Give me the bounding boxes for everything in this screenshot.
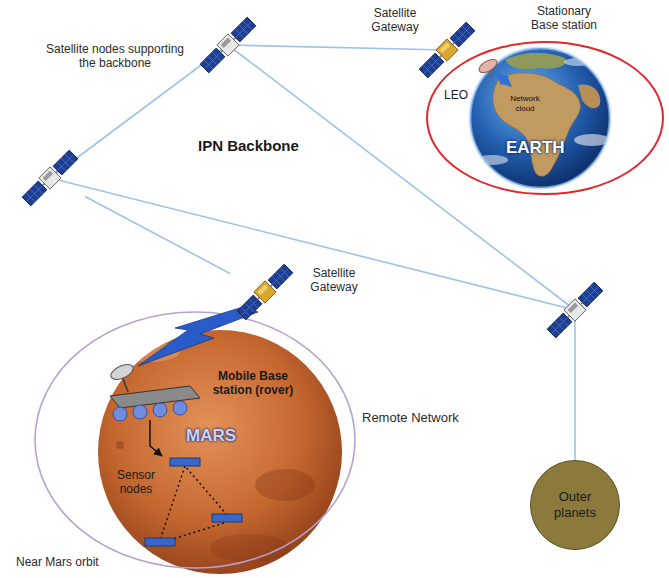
rover-wheel <box>133 405 147 419</box>
sensor-network <box>145 458 242 546</box>
stationary-dish <box>477 57 499 78</box>
planet-circle: Outer planets <box>530 460 620 550</box>
gateway-satellite: Satellite Gateway <box>412 15 482 85</box>
continent <box>578 84 600 108</box>
rover <box>109 361 200 421</box>
gateway-satellite: Satellite Gateway <box>230 257 300 327</box>
backbone-link <box>574 310 576 460</box>
rover-wheel <box>153 403 167 417</box>
continent <box>505 53 566 69</box>
caption-label: EARTH <box>506 138 565 158</box>
caption-label: LEO <box>444 88 468 102</box>
satellite-icon <box>21 149 79 207</box>
sensor-link <box>160 466 227 543</box>
node-label: Outer planets <box>543 489 607 520</box>
satellite-icon <box>230 257 300 327</box>
sensor-node <box>145 538 175 546</box>
backbone-satellite <box>546 281 604 339</box>
dish <box>477 57 499 76</box>
sensor-node <box>170 458 200 466</box>
caption-label: Near Mars orbit <box>16 555 99 569</box>
earth-ocean <box>470 48 610 188</box>
atmosphere <box>470 48 610 188</box>
rover-wheel <box>173 401 187 415</box>
caption-label: Sensor nodes <box>110 468 162 497</box>
radio-link-bolt <box>138 306 258 366</box>
backbone-link <box>85 197 230 274</box>
caption-label: Stationary Base station <box>524 4 604 33</box>
caption-label: MARS <box>186 426 236 446</box>
backbone-satellite <box>199 16 257 74</box>
satellite-icon <box>236 263 294 321</box>
satellite-icon <box>418 21 476 79</box>
mars-haze <box>93 325 347 578</box>
caption-label: Remote Network <box>362 410 459 426</box>
node-heading: Satellite Gateway <box>303 266 365 295</box>
backbone-link <box>228 45 447 50</box>
backbone-link <box>50 178 575 310</box>
mars-surface <box>98 330 342 574</box>
earth-globe <box>470 48 610 188</box>
caption-label: IPN Backbone <box>198 137 299 155</box>
satellite-icon <box>15 143 85 213</box>
crater <box>116 441 124 449</box>
caption-label: Mobile Base station (rover) <box>203 369 303 398</box>
surface-spot <box>255 469 315 501</box>
node-heading: Satellite nodes supporting the backbone <box>40 42 190 71</box>
mars-planet <box>93 325 347 578</box>
sensor-node <box>212 514 242 522</box>
ground-link-arrow <box>497 74 511 86</box>
satellite-icon <box>412 15 482 85</box>
mars-orbit <box>35 312 355 568</box>
caption-label: Network cloud <box>506 94 544 113</box>
node-heading: Satellite Gateway <box>365 6 425 35</box>
rover-arrow <box>150 420 162 456</box>
rover-wheel <box>113 407 127 421</box>
backbone-satellite: Satellite nodes supporting the backbone <box>15 143 85 213</box>
rover-dish <box>109 361 136 382</box>
surface-spot <box>210 534 290 562</box>
leo-orbit <box>427 42 663 194</box>
